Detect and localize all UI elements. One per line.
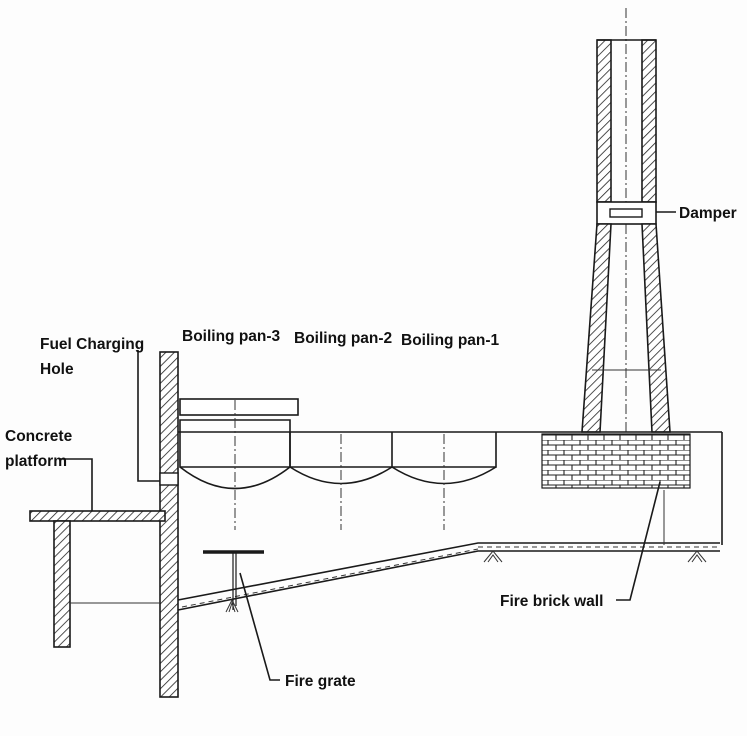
- fire-brick-wall-label: Fire brick wall: [500, 593, 603, 610]
- leaders: [60, 211, 676, 681]
- boiling-pan-2-label: Boiling pan-2: [294, 330, 392, 347]
- boiling-pan-1-label: Boiling pan-1: [401, 332, 500, 349]
- front-wall: [159, 351, 179, 698]
- boiling-pan-3-label: Boiling pan-3: [182, 328, 281, 345]
- boiling-pans: [179, 398, 497, 530]
- fuel-charging-hole: [159, 472, 179, 486]
- fire-brick-wall: [541, 433, 691, 489]
- damper-slot: [609, 208, 643, 218]
- fire-grate: [203, 550, 264, 610]
- concrete-platform-label-line1: Concrete: [5, 428, 73, 445]
- fuel-charging-label-line1: Fuel Charging: [40, 336, 144, 353]
- concrete-platform-label-line2: platform: [5, 453, 67, 470]
- damper-label: Damper: [679, 205, 737, 222]
- supports: [225, 550, 707, 613]
- fire-grate-label: Fire grate: [285, 673, 356, 690]
- pan-3-cover: [179, 398, 299, 416]
- furnace-body: [177, 431, 723, 611]
- chimney: [581, 8, 671, 433]
- concrete-platform: [29, 510, 166, 648]
- fuel-charging-label-line2: Hole: [40, 361, 74, 378]
